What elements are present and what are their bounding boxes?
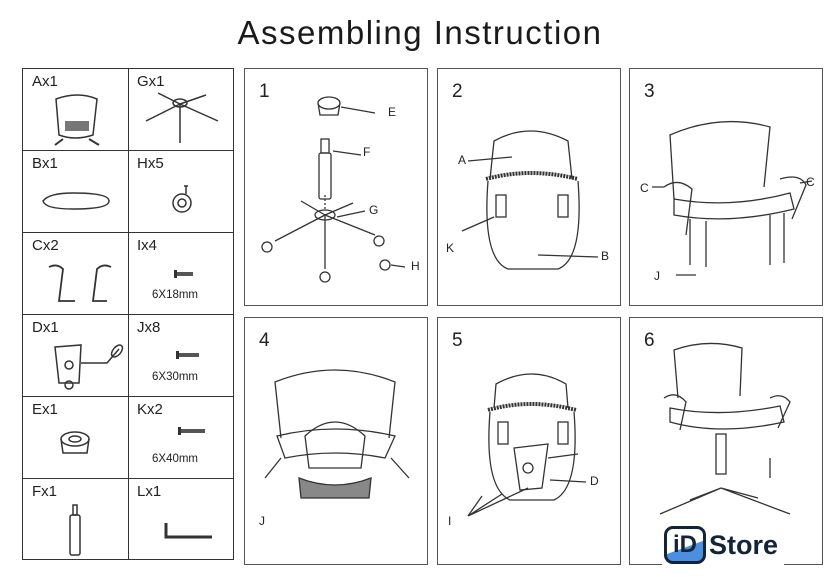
- chair-base-icon: [145, 92, 219, 143]
- label-g: G: [369, 203, 379, 217]
- backrest-icon: [54, 94, 100, 146]
- part-cell-f: Fx1: [23, 479, 128, 561]
- screw-icon: [174, 270, 193, 278]
- part-cell-g: Gx1: [128, 69, 233, 151]
- caster-wheel-icon: [172, 185, 192, 213]
- part-cell-j: Jx8 6X30mm: [128, 315, 233, 397]
- gas-lift-icon: [69, 504, 81, 556]
- part-cell-k: Kx2 6X40mm: [128, 397, 233, 479]
- label-e: E: [388, 105, 397, 119]
- part-label: Hx5: [137, 155, 164, 172]
- part-label: Jx8: [137, 319, 161, 336]
- backrest-seat-illustration: [461, 130, 599, 270]
- part-label: Bx1: [32, 155, 58, 172]
- part-label: Ex1: [32, 401, 58, 418]
- screw-icon: [176, 351, 199, 359]
- part-label: Gx1: [137, 73, 165, 90]
- part-label: Lx1: [137, 483, 162, 500]
- mechanism-icon: [54, 344, 124, 390]
- part-cell-d: Dx1: [23, 315, 128, 397]
- part-size: 6X18mm: [152, 289, 199, 301]
- logo-icon: iD: [664, 526, 706, 564]
- label-c-right: C: [806, 175, 815, 189]
- part-cell-e: Ex1: [23, 397, 128, 479]
- label-a: A: [458, 153, 467, 167]
- step-number: 1: [259, 81, 270, 102]
- label-i: I: [448, 514, 452, 528]
- part-label: Cx2: [32, 237, 59, 254]
- seat-icon: [42, 192, 110, 210]
- logo-text: Store: [709, 529, 779, 560]
- label-j: J: [654, 269, 660, 283]
- armrests-icon: [48, 264, 112, 302]
- step-5-panel: 5 D I: [437, 317, 621, 565]
- store-logo: iD Store: [662, 524, 785, 566]
- cylinder-cover-icon: [60, 431, 90, 454]
- part-label: Fx1: [32, 483, 58, 500]
- label-b: B: [601, 249, 610, 263]
- armrest-attach-illustration: [652, 120, 813, 276]
- step-number: 3: [644, 81, 655, 102]
- part-label: Dx1: [32, 319, 59, 336]
- page-title: Assembling Instruction: [237, 14, 603, 51]
- label-h: H: [411, 259, 420, 273]
- part-size: 6X30mm: [152, 371, 199, 383]
- part-size: 6X40mm: [152, 453, 199, 465]
- step-4-panel: 4 J: [244, 317, 428, 565]
- backrest-screws-illustration: [264, 369, 410, 499]
- allen-key-icon: [164, 523, 212, 539]
- step-3-panel: 3 C C J: [629, 68, 823, 306]
- parts-list-table: Ax1 Gx1 Bx1 Hx5 Cx2 Ix4 6X18mm Dx1 Jx8 6…: [22, 68, 234, 560]
- label-d: D: [590, 474, 599, 488]
- part-label: Ax1: [32, 73, 58, 90]
- complete-chair-illustration: [659, 342, 791, 515]
- part-cell-a: Ax1: [23, 69, 128, 151]
- label-k: K: [446, 241, 455, 255]
- part-cell-l: Lx1: [128, 479, 233, 561]
- part-cell-i: Ix4 6X18mm: [128, 233, 233, 315]
- step-2-panel: 2 A K B: [437, 68, 621, 306]
- part-cell-h: Hx5: [128, 151, 233, 233]
- screw-icon: [178, 427, 205, 435]
- step-number: 5: [452, 330, 463, 351]
- part-label: Kx2: [137, 401, 163, 418]
- part-label: Ix4: [137, 237, 158, 254]
- step-1-panel: 1 E F G H: [244, 68, 428, 306]
- step-number: 6: [644, 330, 655, 351]
- base-assembly-illustration: [261, 96, 406, 283]
- part-cell-c: Cx2: [23, 233, 128, 315]
- mechanism-attach-illustration: [467, 373, 587, 517]
- part-cell-b: Bx1: [23, 151, 128, 233]
- label-c-left: C: [640, 181, 649, 195]
- label-f: F: [363, 145, 371, 159]
- step-number: 4: [259, 330, 270, 351]
- step-number: 2: [452, 81, 463, 102]
- label-j: J: [259, 514, 265, 528]
